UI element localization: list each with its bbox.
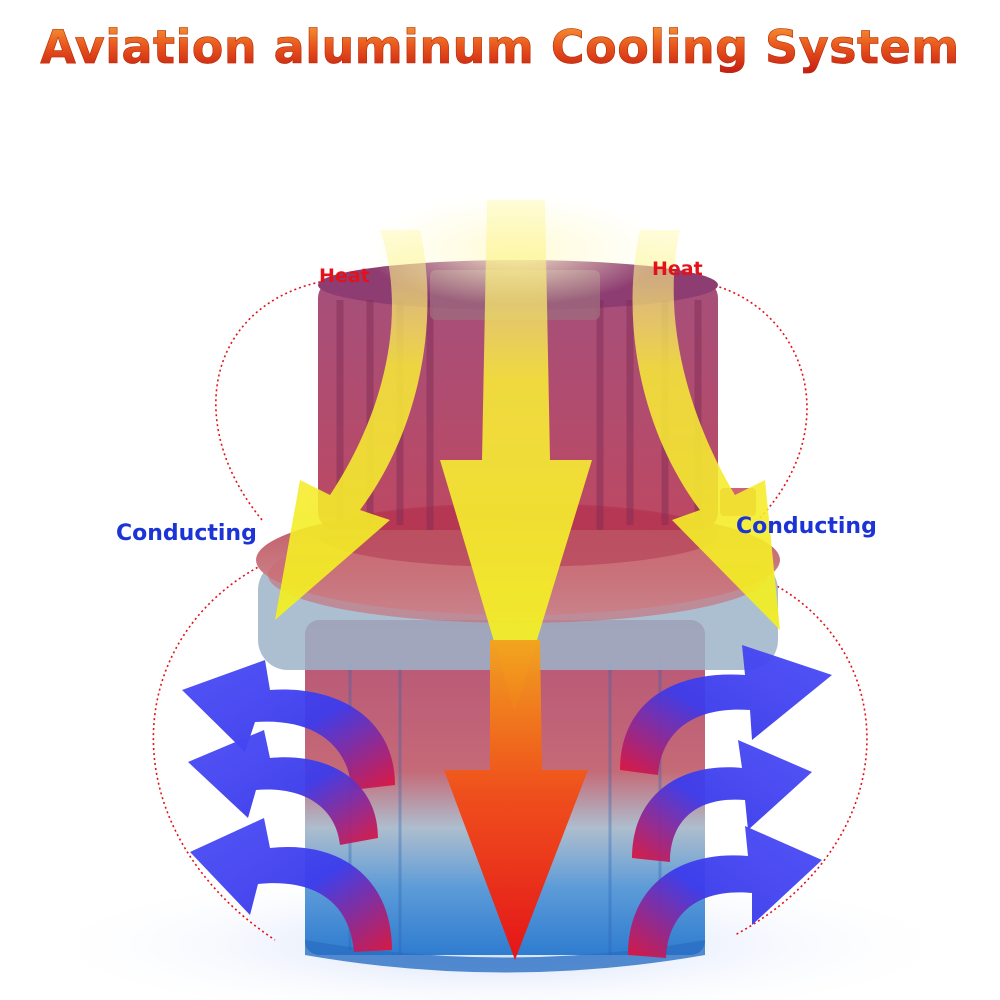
conducting-label-left: Conducting	[116, 521, 257, 546]
cooling-arrow-right-3	[628, 826, 822, 958]
cooling-arrow-right-1	[620, 645, 832, 775]
conduction-arrow-down	[444, 640, 588, 960]
conducting-loop-left	[152, 564, 276, 941]
heat-arrow-right	[632, 230, 780, 630]
heat-label-left: Heat	[319, 265, 370, 287]
conducting-label-right: Conducting	[736, 514, 877, 539]
cooling-arrow-left-1	[182, 660, 395, 790]
heat-label-right: Heat	[652, 258, 703, 280]
conducting-loop-right	[734, 574, 868, 936]
cooling-arrow-left-3	[190, 818, 392, 952]
cooling-arrow-left-2	[188, 730, 378, 845]
heat-arrow-center	[440, 200, 592, 712]
heat-arrow-left	[275, 230, 428, 620]
page-title: Aviation aluminum Cooling System	[0, 20, 1000, 75]
cooling-arrow-right-2	[632, 740, 812, 862]
cooling-arrows-left	[182, 660, 395, 952]
heat-loop-left	[215, 279, 331, 521]
heat-loop-right	[699, 281, 808, 519]
cooling-arrows-right	[620, 645, 832, 958]
